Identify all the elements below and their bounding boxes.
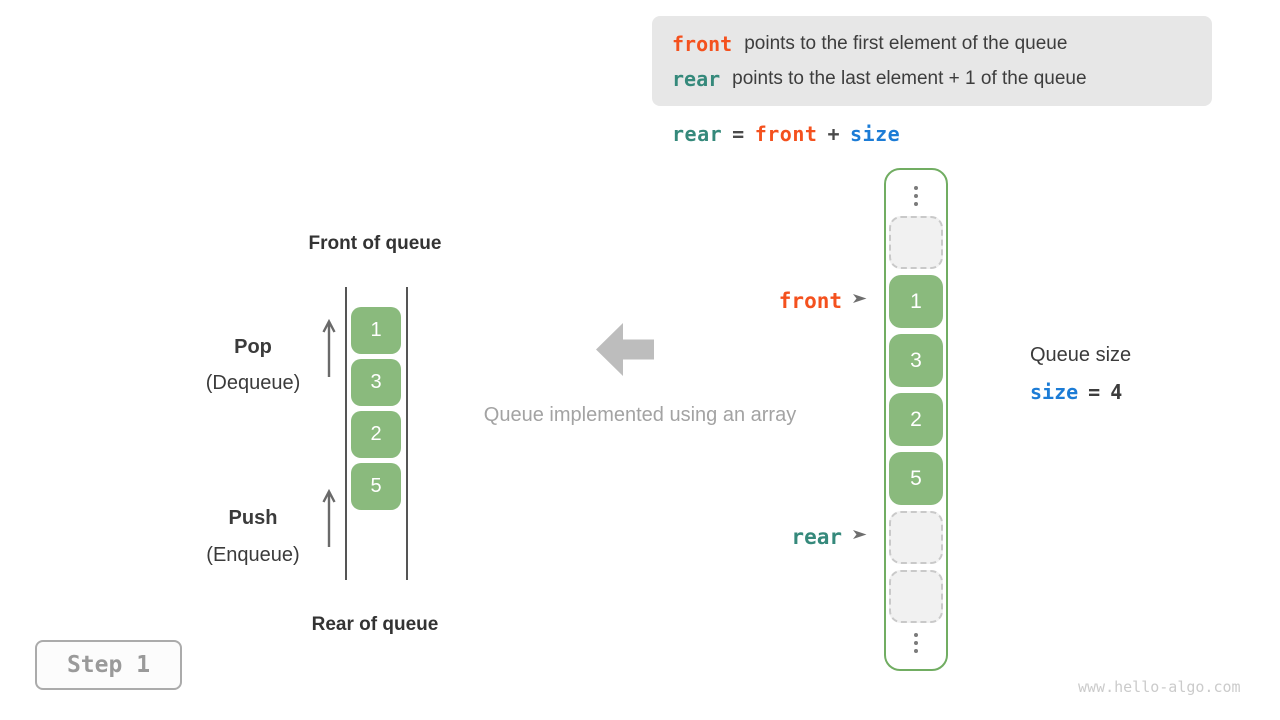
rear-pointer-label: rear [791, 525, 842, 549]
front-description: points to the first element of the queue [744, 33, 1068, 54]
queue-value-box: 2 [351, 411, 401, 458]
array-cell-empty [889, 216, 943, 269]
pointer-arrow-icon [851, 528, 868, 546]
queue-value-box: 3 [351, 359, 401, 406]
array-cell: 1 [889, 275, 943, 328]
array-cell-empty [889, 511, 943, 564]
rear-description: points to the last element + 1 of the qu… [732, 68, 1087, 89]
front-pointer-label: front [778, 289, 842, 313]
ellipsis-icon [913, 182, 919, 210]
array-cell: 2 [889, 393, 943, 446]
legend-line-rear: rear points to the last element + 1 of t… [672, 66, 1212, 92]
formula-plus: + [827, 122, 840, 146]
queue-size-value-line: size = 4 [1030, 380, 1131, 404]
formula: rear = front + size [672, 122, 900, 146]
queue-channel-right-wall [406, 287, 408, 580]
dequeue-label: (Dequeue) [205, 372, 301, 394]
size-value: 4 [1110, 380, 1123, 404]
rear-of-queue-label: Rear of queue [311, 614, 439, 635]
array-cell: 3 [889, 334, 943, 387]
up-arrow-icon [322, 488, 336, 553]
rear-keyword: rear [672, 67, 721, 91]
size-variable: size [1030, 380, 1079, 404]
figure-caption: Queue implemented using an array [483, 404, 797, 426]
formula-equals: = [732, 122, 745, 146]
array-cell: 5 [889, 452, 943, 505]
formula-lhs: rear [672, 122, 723, 146]
formula-operand-front: front [754, 122, 818, 146]
front-pointer: front [779, 288, 868, 314]
queue-channel-left-wall [345, 287, 347, 580]
push-label: Push [228, 507, 278, 529]
pointer-arrow-icon [851, 292, 868, 310]
pop-label: Pop [234, 336, 272, 358]
front-keyword: front [672, 32, 733, 56]
legend-line-front: front points to the first element of the… [672, 31, 1212, 57]
queue-value-box: 1 [351, 307, 401, 354]
front-of-queue-label: Front of queue [308, 233, 442, 254]
step-badge: Step 1 [35, 640, 182, 690]
watermark: www.hello-algo.com [1078, 678, 1241, 696]
rear-pointer: rear [791, 524, 868, 550]
array-cell-empty [889, 570, 943, 623]
left-block-arrow-icon [596, 323, 654, 381]
queue-values-stack: 1 3 2 5 [351, 307, 401, 510]
formula-operand-size: size [849, 122, 901, 146]
queue-size-block: Queue size size = 4 [1030, 344, 1131, 404]
size-equals: = [1088, 380, 1101, 404]
ellipsis-icon [913, 629, 919, 657]
queue-size-title: Queue size [1030, 344, 1132, 366]
queue-value-box: 5 [351, 463, 401, 510]
array-container: 1 3 2 5 [884, 168, 948, 671]
legend-box: front points to the first element of the… [652, 16, 1212, 106]
enqueue-label: (Enqueue) [206, 544, 300, 566]
up-arrow-icon [322, 318, 336, 383]
